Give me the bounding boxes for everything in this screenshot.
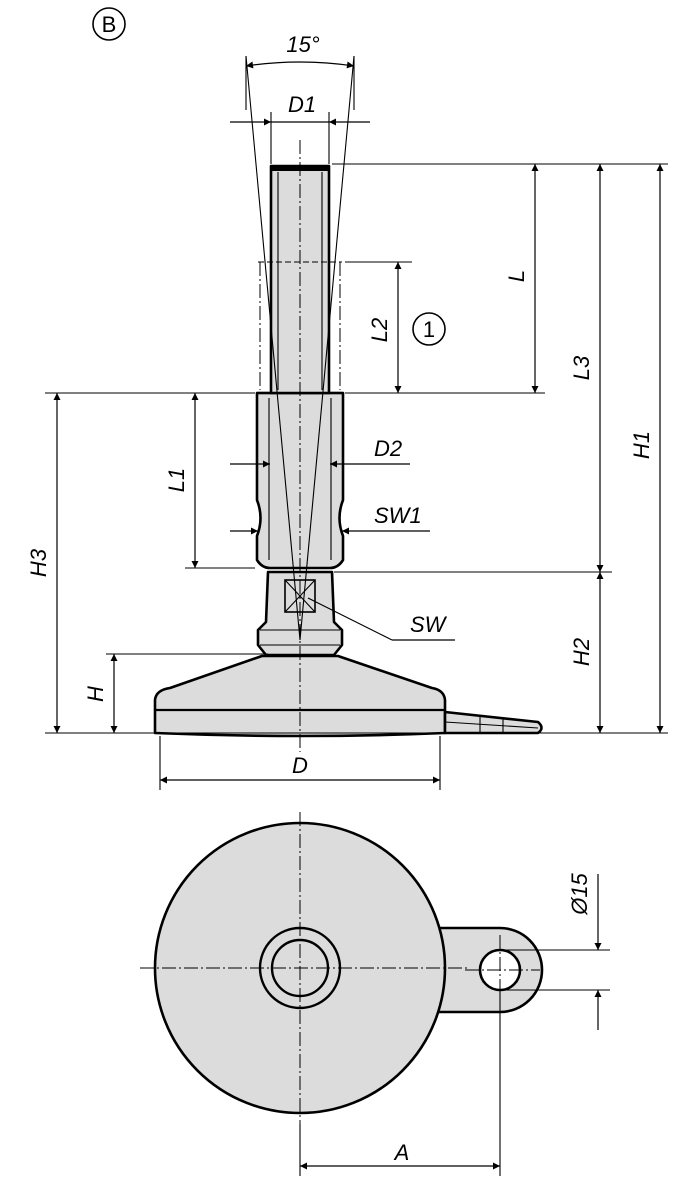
dim-d-label: D bbox=[292, 753, 308, 778]
dim-d2-label: D2 bbox=[374, 436, 402, 461]
side-view: B bbox=[26, 7, 668, 790]
dim-l-label: L bbox=[504, 270, 529, 282]
tilt-line-right bbox=[299, 55, 355, 641]
dim-h3-label: H3 bbox=[26, 548, 51, 577]
dim-sw-label: SW bbox=[410, 612, 448, 637]
dim-hole-label: Ø15 bbox=[567, 872, 592, 915]
top-view: Ø15 A bbox=[140, 812, 610, 1176]
angle-label: 15° bbox=[286, 32, 319, 57]
extension-lines bbox=[45, 56, 668, 790]
dim-l3-label: L3 bbox=[569, 355, 594, 380]
mounting-tab-edge bbox=[444, 721, 539, 729]
callout-circle bbox=[412, 312, 446, 346]
tilt-line-left bbox=[245, 55, 301, 641]
callout-label: 1 bbox=[423, 317, 435, 342]
angle-dimension bbox=[245, 61, 355, 69]
dim-l1-label: L1 bbox=[164, 468, 189, 492]
dim-sw-leader bbox=[307, 597, 393, 641]
dim-a-label: A bbox=[393, 1140, 410, 1165]
dim-sw1-label: SW1 bbox=[374, 503, 422, 528]
dim-h2-label: H2 bbox=[569, 638, 594, 666]
view-marker-circle bbox=[92, 7, 126, 41]
dim-h1-label: H1 bbox=[629, 431, 654, 459]
view-marker-label: B bbox=[102, 12, 117, 37]
dim-d1-label: D1 bbox=[288, 92, 316, 117]
dim-h-label: H bbox=[83, 686, 108, 702]
hex-socket-cross bbox=[284, 579, 316, 613]
dim-l2-label: L2 bbox=[367, 318, 392, 342]
